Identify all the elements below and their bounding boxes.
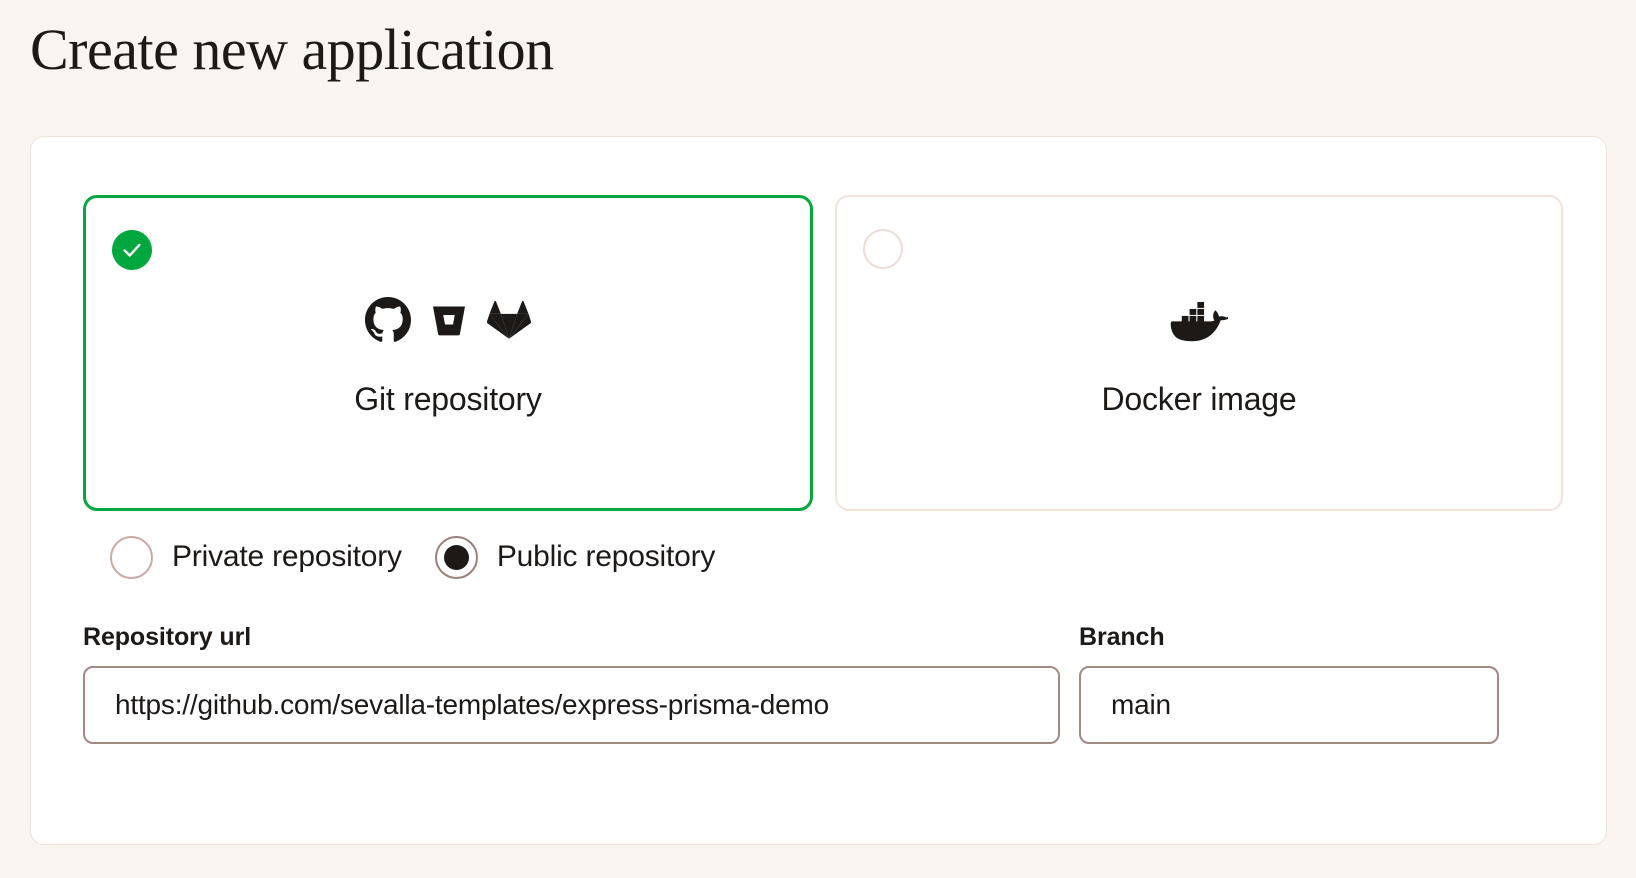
field-branch: Branch xyxy=(1079,625,1499,744)
radio-label-public-repository: Public repository xyxy=(496,540,716,573)
source-card-git-repository[interactable]: Git repository xyxy=(83,195,813,511)
label-repository-url: Repository url xyxy=(83,623,252,651)
github-icon xyxy=(365,297,411,342)
docker-provider-icon xyxy=(1170,291,1228,349)
radio-private-repository[interactable] xyxy=(110,535,153,579)
source-card-label-docker-image: Docker image xyxy=(1101,381,1297,417)
radio-option-private-repository[interactable]: Private repository xyxy=(110,535,402,579)
docker-image-radio[interactable] xyxy=(863,229,903,269)
radio-option-public-repository[interactable]: Public repository xyxy=(434,535,716,579)
radio-public-repository[interactable] xyxy=(434,535,478,579)
page-title: Create new application xyxy=(30,17,554,82)
radio-inner-dot xyxy=(443,544,469,570)
repository-url-input[interactable] xyxy=(83,666,1060,744)
git-provider-icons xyxy=(365,291,531,349)
application-source-panel: Git repository Docker image xyxy=(30,136,1607,845)
source-card-docker-image[interactable]: Docker image xyxy=(835,195,1563,511)
check-icon xyxy=(123,243,141,257)
label-branch: Branch xyxy=(1079,623,1165,651)
radio-label-private-repository: Private repository xyxy=(172,540,402,573)
bitbucket-icon xyxy=(433,306,465,336)
field-repository-url: Repository url xyxy=(83,625,1060,744)
docker-icon xyxy=(1170,301,1228,342)
source-card-label-git-repository: Git repository xyxy=(354,381,542,417)
repository-form-fields: Repository url Branch xyxy=(83,625,1563,744)
git-repository-selected-badge[interactable] xyxy=(112,230,152,270)
source-type-card-group: Git repository Docker image xyxy=(83,195,1563,511)
repository-visibility-radio-group: Private repository Public repository xyxy=(110,535,715,579)
branch-input[interactable] xyxy=(1079,666,1499,744)
gitlab-icon xyxy=(487,300,531,339)
